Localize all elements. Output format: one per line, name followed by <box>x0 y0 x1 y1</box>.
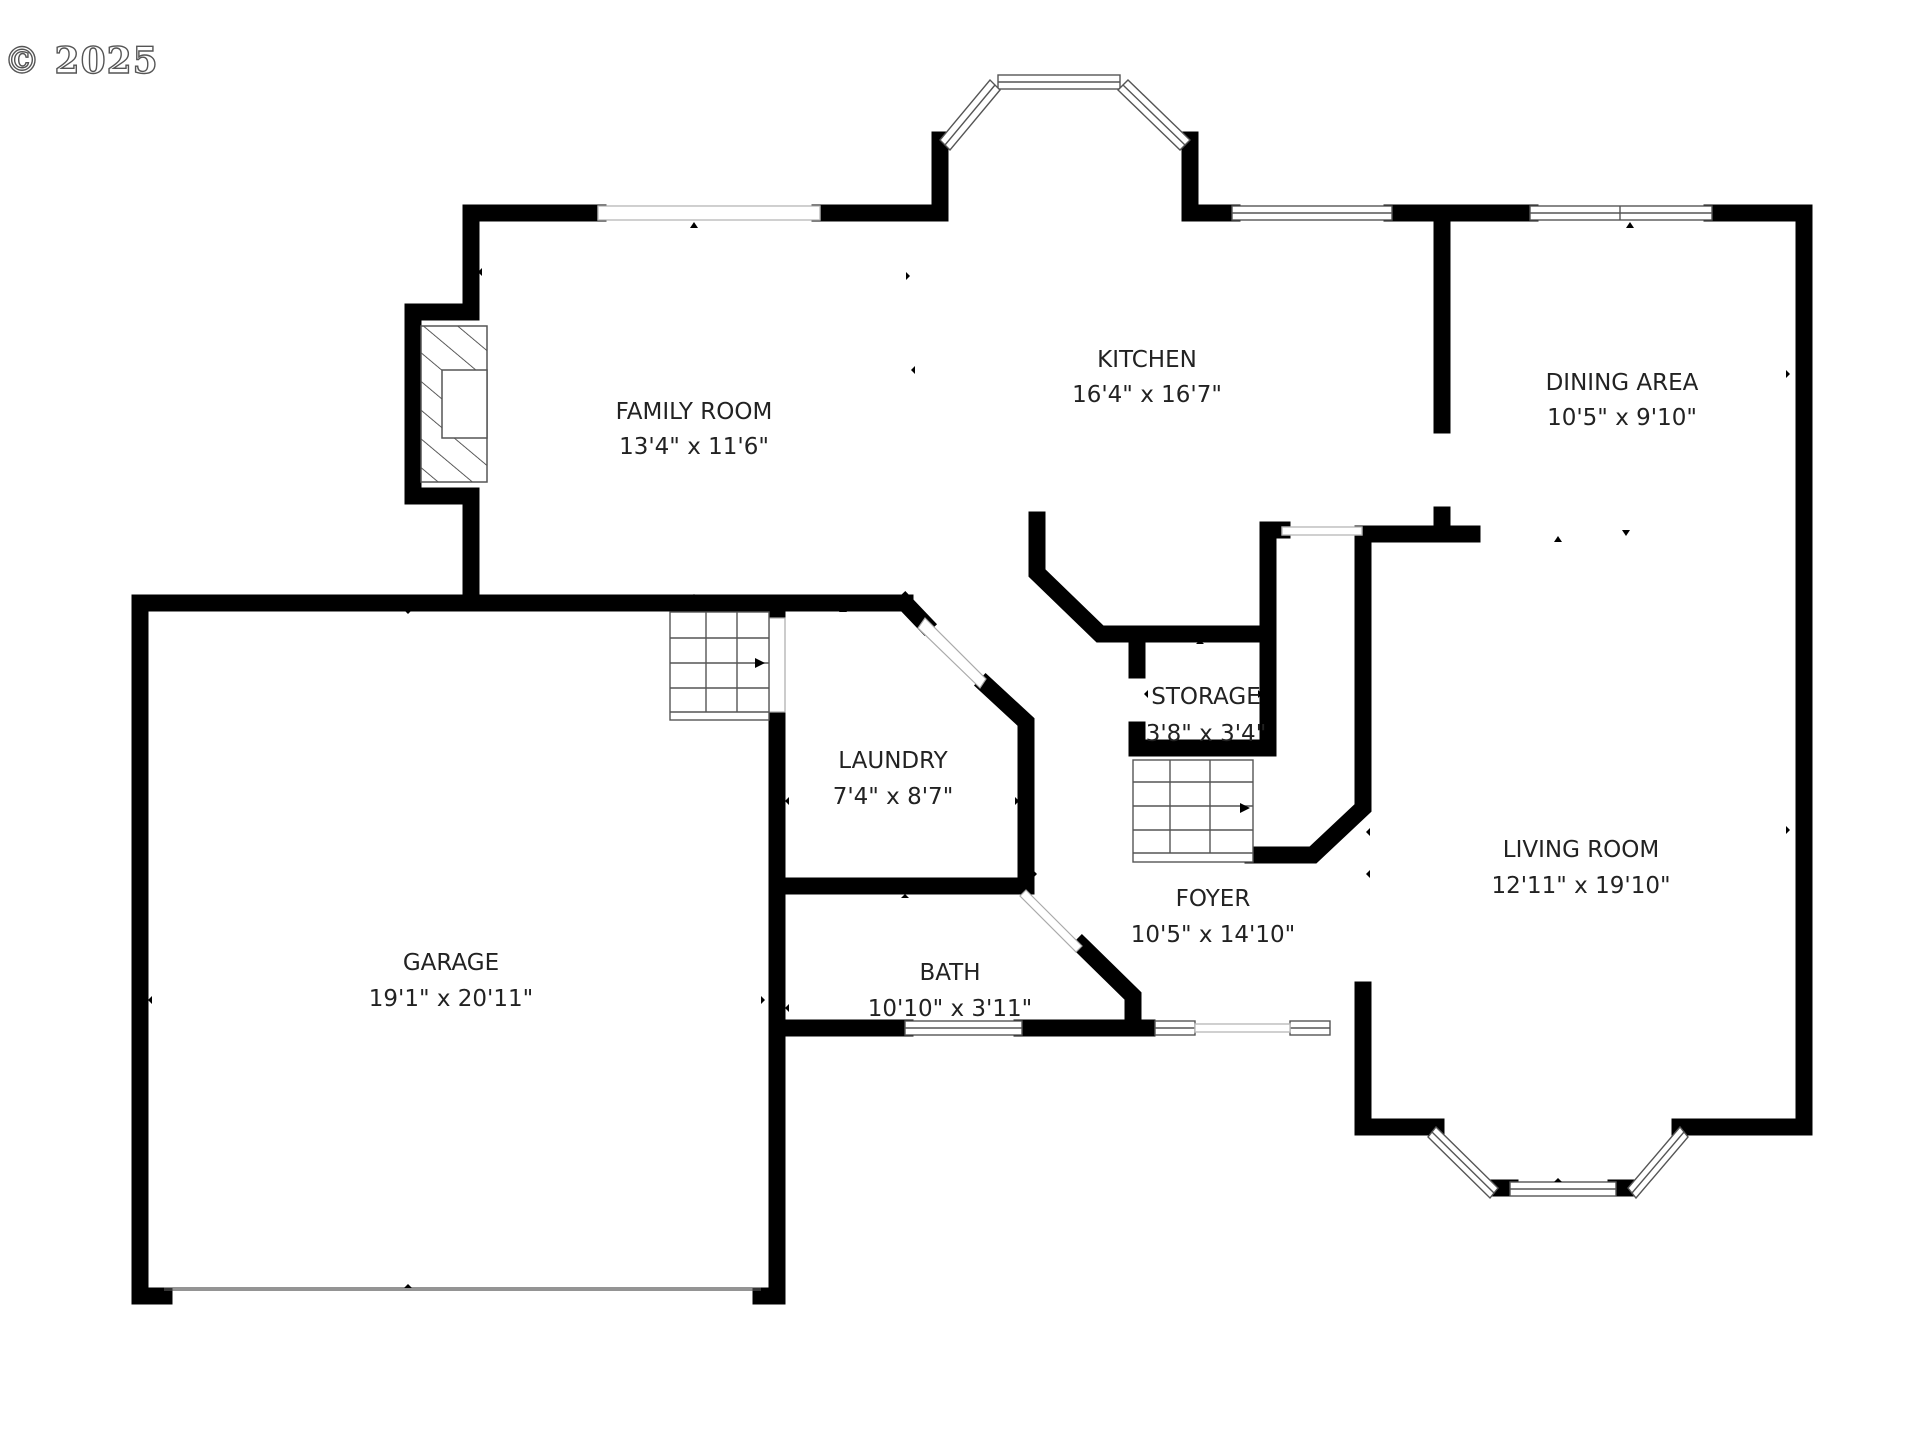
room-name-living-room: LIVING ROOM <box>1503 837 1660 863</box>
wall-laundry-diag-lower <box>973 672 1035 895</box>
room-name-family-room: FAMILY ROOM <box>616 399 773 425</box>
room-name-kitchen: KITCHEN <box>1097 347 1197 373</box>
opening-storage-top <box>1281 526 1363 536</box>
foyer-stairs <box>1132 759 1254 863</box>
room-dims-bath: 10'10" x 3'11" <box>868 996 1032 1022</box>
laundry-door-opening <box>917 617 987 689</box>
room-dims-dining-area: 10'5" x 9'10" <box>1547 405 1697 431</box>
wall-bay-east-stub <box>1181 131 1241 222</box>
room-dims-laundry: 7'4" x 8'7" <box>833 784 954 810</box>
room-dims-kitchen: 16'4" x 16'7" <box>1072 382 1222 408</box>
room-labels: FAMILY ROOM 13'4" x 11'6" KITCHEN 16'4" … <box>369 347 1699 1022</box>
front-door-opening <box>1194 1023 1291 1033</box>
room-dims-foyer: 10'5" x 14'10" <box>1131 922 1295 948</box>
garage-laundry-door <box>768 617 786 713</box>
windows <box>597 74 1713 1200</box>
room-name-laundry: LAUNDRY <box>838 748 948 774</box>
window-family-top <box>597 205 821 221</box>
wall-kitchen-peninsula <box>1028 511 1277 643</box>
fireplace <box>420 325 488 483</box>
dimension-markers <box>148 222 1790 1288</box>
room-dims-garage: 19'1" x 20'11" <box>369 986 533 1012</box>
thin-lines <box>164 1287 761 1291</box>
wall-bath-diag <box>1069 933 1142 1037</box>
copyright-watermark: © 2025 <box>3 39 159 82</box>
wall-top-mid <box>811 131 949 222</box>
room-dims-living-room: 12'11" x 19'10" <box>1491 873 1670 899</box>
door-openings <box>768 617 1083 953</box>
wall-fireplace-box <box>404 303 480 505</box>
room-name-dining-area: DINING AREA <box>1546 370 1699 396</box>
wall-storage-east <box>1259 521 1291 757</box>
room-dims-storage: 3'8" x 3'4" <box>1146 721 1267 747</box>
room-dims-family-room: 13'4" x 11'6" <box>619 434 769 460</box>
room-name-bath: BATH <box>919 960 980 986</box>
bath-door-opening <box>1019 889 1083 953</box>
room-name-garage: GARAGE <box>403 950 499 976</box>
wall-laundry-diag-upper <box>892 590 938 637</box>
wall-stair-east <box>1244 525 1481 864</box>
room-name-foyer: FOYER <box>1176 886 1251 912</box>
walls <box>131 131 1813 1305</box>
garage-stairs <box>669 611 770 721</box>
room-name-storage: STORAGE <box>1151 684 1261 710</box>
